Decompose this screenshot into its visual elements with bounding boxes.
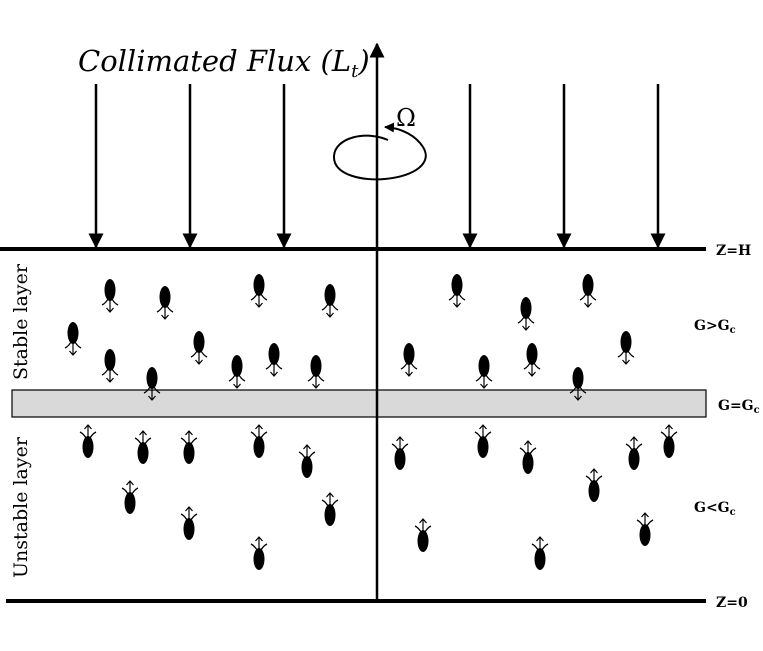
microorganism-cell xyxy=(475,355,493,389)
microorganism-cell xyxy=(321,284,339,318)
cells-group xyxy=(64,274,678,570)
microorganism-cell xyxy=(143,367,161,401)
microorganism-cell xyxy=(474,424,492,458)
microorganism-cell xyxy=(79,424,97,458)
microorganism-cell xyxy=(101,279,119,313)
microorganism-cell xyxy=(523,343,541,377)
microorganism-cell xyxy=(190,331,208,365)
unstable-condition-label: G<Gc xyxy=(694,500,736,518)
bottom-boundary-label: Z=0 xyxy=(716,595,748,611)
microorganism-cell xyxy=(321,492,339,526)
top-boundary-label: Z=H xyxy=(716,243,751,259)
microorganism-cell xyxy=(134,430,152,464)
stable-condition-label: G>Gc xyxy=(694,318,736,336)
microorganism-cell xyxy=(531,536,549,570)
microorganism-cell xyxy=(64,322,82,356)
microorganism-cell xyxy=(636,512,654,546)
flux-arrows xyxy=(88,84,666,249)
microorganism-cell xyxy=(298,444,316,478)
microorganism-cell xyxy=(517,297,535,331)
unstable-layer-label: Unstable layer xyxy=(10,436,32,578)
omega-symbol: Ω xyxy=(396,104,416,132)
microorganism-cell xyxy=(625,436,643,470)
microorganism-cell xyxy=(391,436,409,470)
diagram-title: Collimated Flux (Lt) xyxy=(78,44,370,82)
microorganism-cell xyxy=(400,343,418,377)
microorganism-cell xyxy=(617,331,635,365)
microorganism-cell xyxy=(156,286,174,320)
microorganism-cell xyxy=(250,424,268,458)
microorganism-cell xyxy=(250,536,268,570)
microorganism-cell xyxy=(250,274,268,308)
microorganism-cell xyxy=(180,430,198,464)
microorganism-cell xyxy=(448,274,466,308)
microorganism-cell xyxy=(265,343,283,377)
critical-layer-band xyxy=(11,389,707,418)
rotation-arrow xyxy=(332,122,427,181)
microorganism-cell xyxy=(307,355,325,389)
microorganism-cell xyxy=(579,274,597,308)
critical-condition-label: G=Gc xyxy=(718,398,760,416)
microorganism-cell xyxy=(180,506,198,540)
microorganism-cell xyxy=(569,367,587,401)
microorganism-cell xyxy=(585,468,603,502)
microorganism-cell xyxy=(121,480,139,514)
microorganism-cell xyxy=(414,518,432,552)
microorganism-cell xyxy=(660,424,678,458)
microorganism-cell xyxy=(519,440,537,474)
microorganism-cell xyxy=(101,349,119,383)
stable-layer-label: Stable layer xyxy=(10,263,32,380)
microorganism-cell xyxy=(228,355,246,389)
